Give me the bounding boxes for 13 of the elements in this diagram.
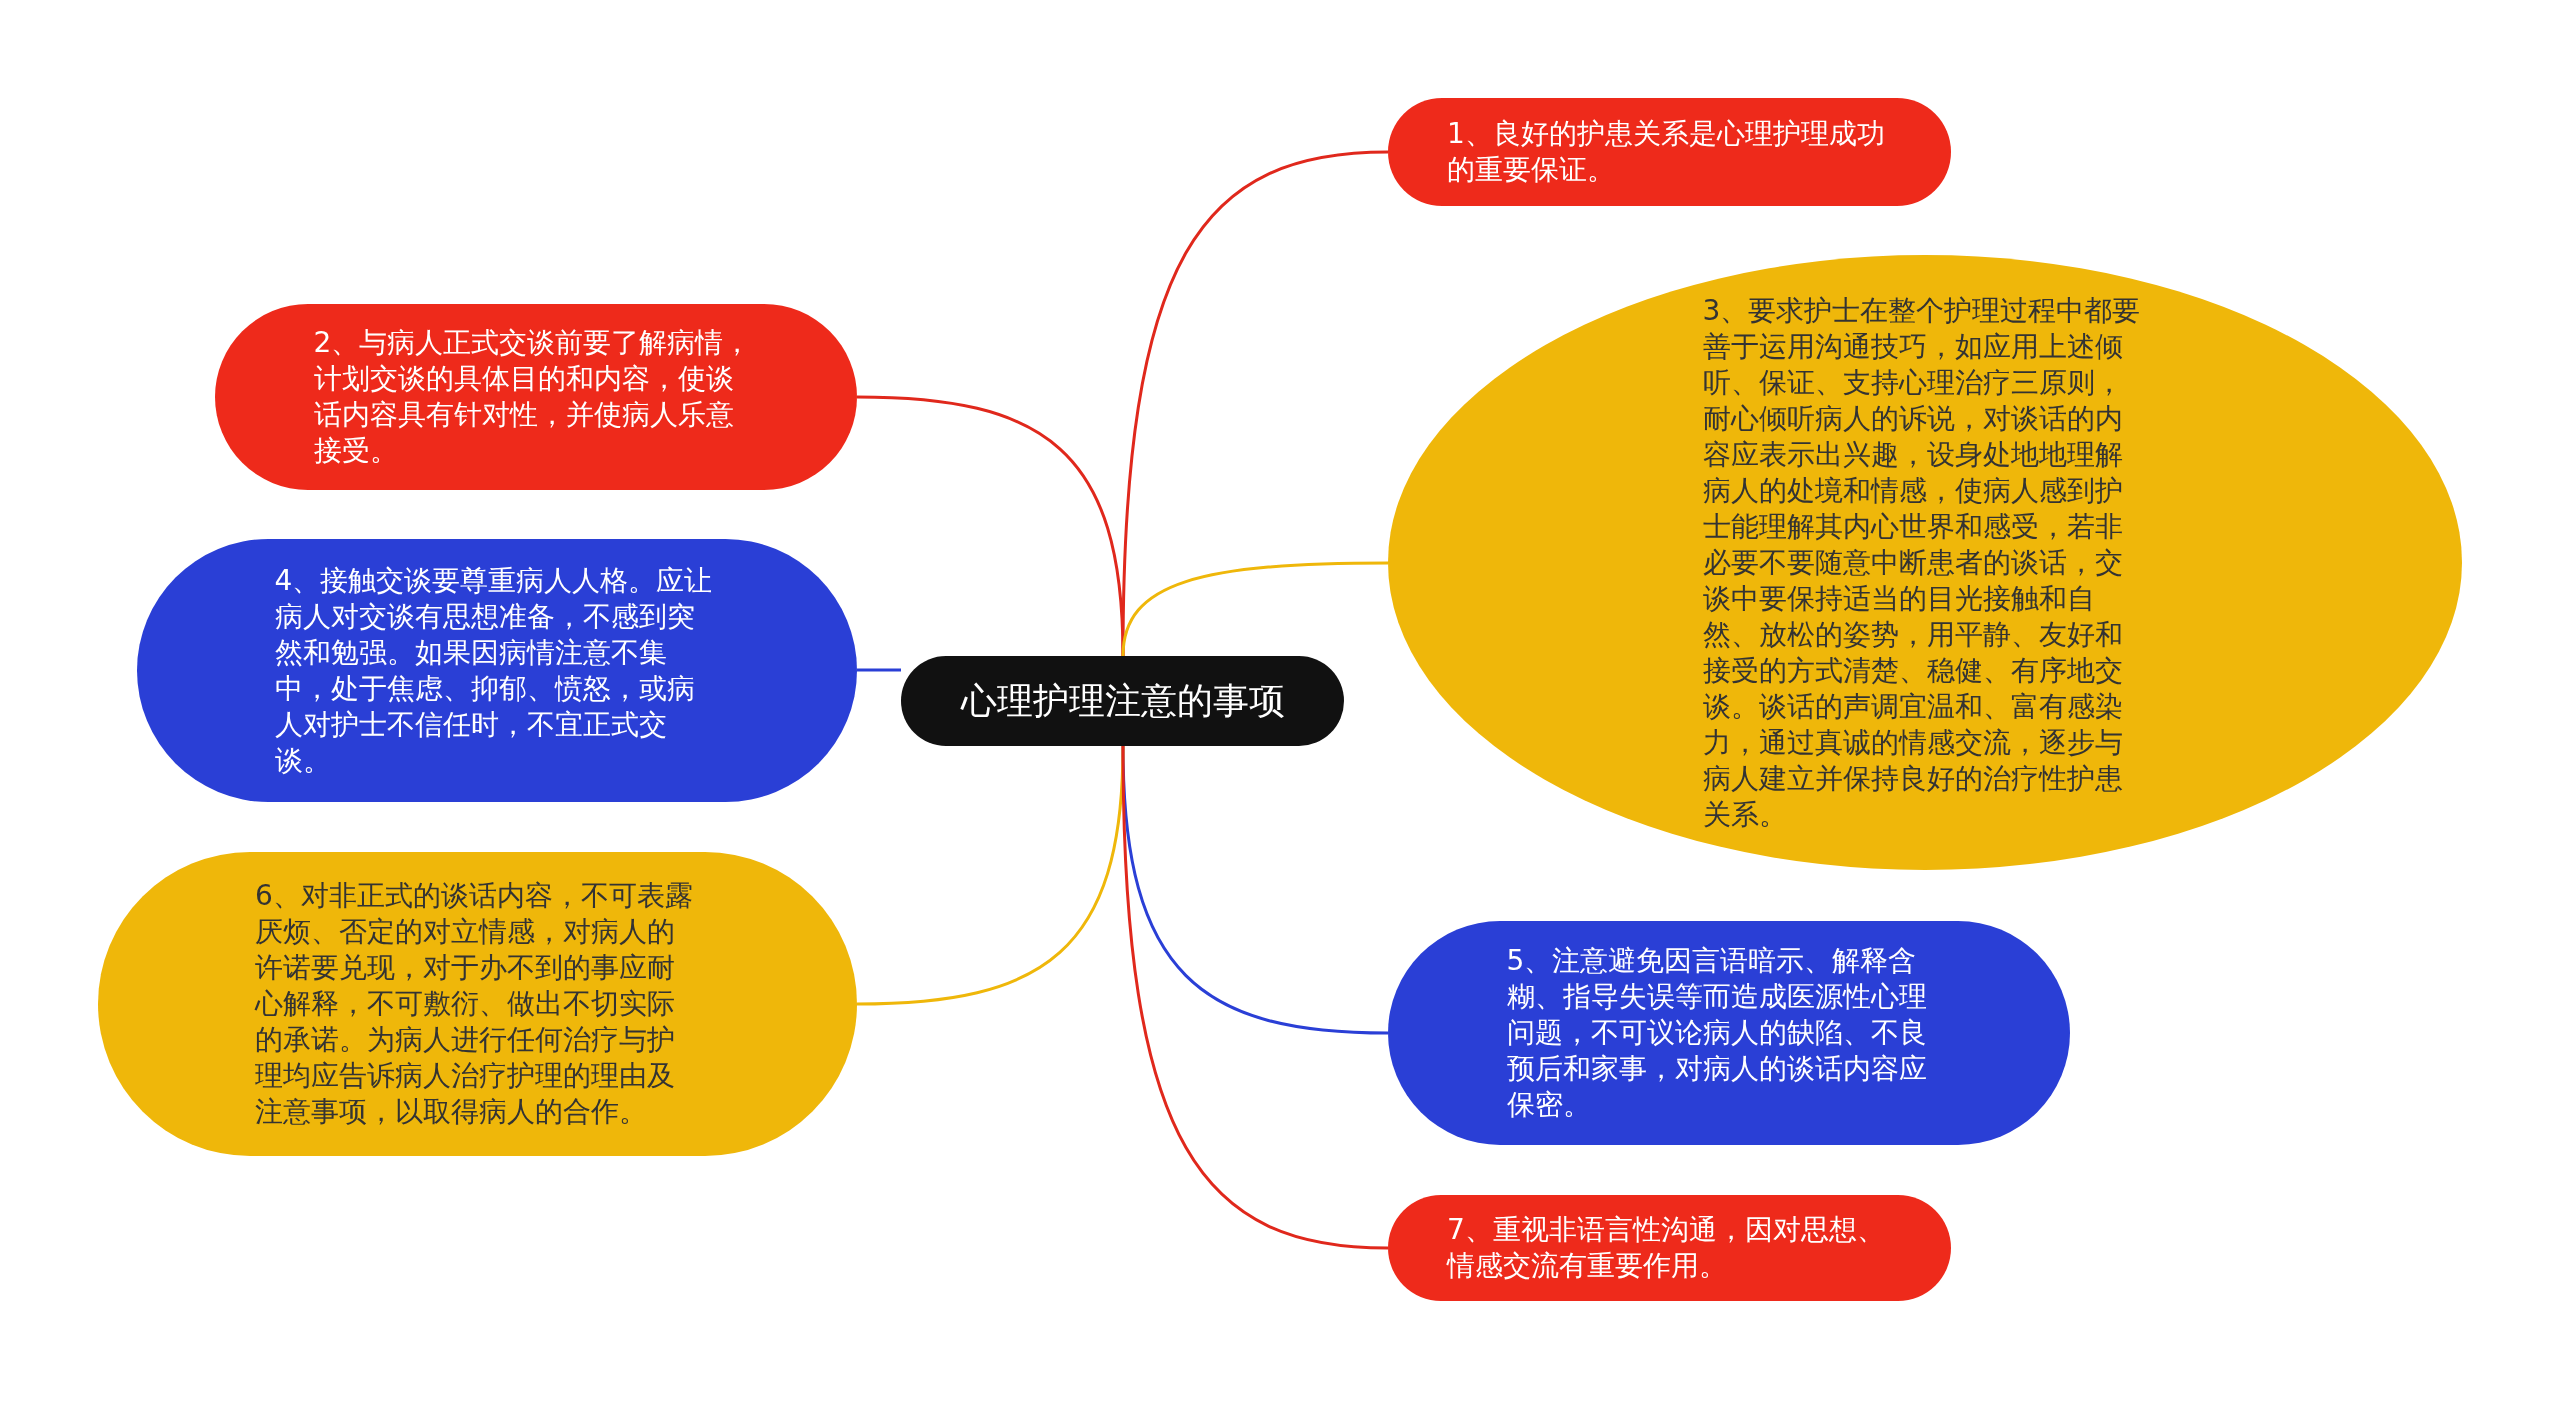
branch-line: [856, 745, 1125, 1006]
branch-line: [857, 668, 901, 672]
branch-line: [1121, 561, 1388, 657]
topic-text: 4、接触交谈要尊重病人人格。应让病人对交谈有思想准备，不感到突然和勉强。如果因病情注意不集中，处于焦虑、抑郁、愤怒，或病人对护士不信任时，不宜正式交谈。: [274, 562, 714, 779]
branch-line: [856, 395, 1125, 657]
topic-text: 5、注意避免因言语暗示、解释含糊、指导失误等而造成医源性心理问题，不可议论病人的缺陷、不良预后和家事，对病人的谈话内容应保密。: [1506, 943, 1928, 1123]
topic-text: 2、与病人正式交谈前要了解病情，计划交谈的具体目的和内容，使谈话内容具有针对性，并使病人乐意接受。: [313, 325, 753, 469]
topic-title: 心理护理注意的事项: [959, 679, 1286, 723]
topic-text: 7、重视非语言性沟通，因对思想、情感交流有重要作用。: [1447, 1212, 1886, 1284]
topic-text: 1、良好的护患关系是心理护理成功的重要保证。: [1447, 116, 1886, 188]
branch-line: [1121, 745, 1389, 1250]
topic-text: 6、对非正式的谈话内容，不可表露厌烦、否定的对立情感，对病人的许诺要兑现，对于办不到的事应耐心解释，不可敷衍、做出不切实际的承诺。为病人进行任何治疗与护理均应告诉病人治疗护理的理由及注意事项，以取得病人的合作。: [255, 878, 694, 1130]
topic-text: 3、要求护士在整个护理过程中都要善于运用沟通技巧，如应用上述倾听、保证、支持心理治疗三原则，耐心倾听病人的诉说，对谈话的内容应表示出兴趣，设身处地地理解病人的处境和情感，使病人感到护士能理解其内心世界和感受，若非必要不要随意中断患者的谈话，交谈中要保持适当的目光接触和自然、放松的姿势，用平静、友好和接受的方式清楚、稳健、有序地交谈。谈话的声调宜温和、富有感染力，通过真诚的情感交流，逐步与病人建立并保持良好的治疗性护患关系。: [1702, 292, 2142, 833]
